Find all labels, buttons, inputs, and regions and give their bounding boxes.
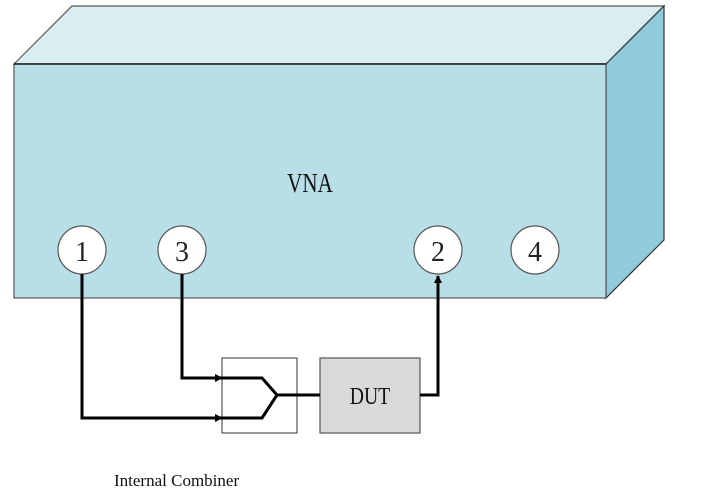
vna-label: VNA xyxy=(287,169,333,199)
port-2[interactable]: 2 xyxy=(413,225,463,275)
port-2-circle xyxy=(413,225,463,275)
vna-top-face xyxy=(12,5,666,65)
cable-port1-to-combiner xyxy=(80,274,223,422)
vna-instrument: VNA xyxy=(12,4,666,300)
port-1-label: 1 xyxy=(75,237,89,268)
port-1[interactable]: 1 xyxy=(57,225,107,275)
cable-port3-to-combiner xyxy=(180,274,223,382)
cables xyxy=(80,274,442,422)
dut-block: DUT xyxy=(319,357,421,434)
dut-label: DUT xyxy=(350,382,391,409)
port-4-label: 4 xyxy=(528,237,542,268)
port-2-label: 2 xyxy=(431,237,445,268)
port-3[interactable]: 3 xyxy=(157,225,207,275)
combiner-caption: Internal Combiner xyxy=(114,471,239,490)
port-4[interactable]: 4 xyxy=(510,225,560,275)
port-4-circle xyxy=(510,225,560,275)
vna-front-face xyxy=(13,63,607,299)
cable-dut-to-port2 xyxy=(420,275,442,397)
port-3-label: 3 xyxy=(175,237,189,268)
